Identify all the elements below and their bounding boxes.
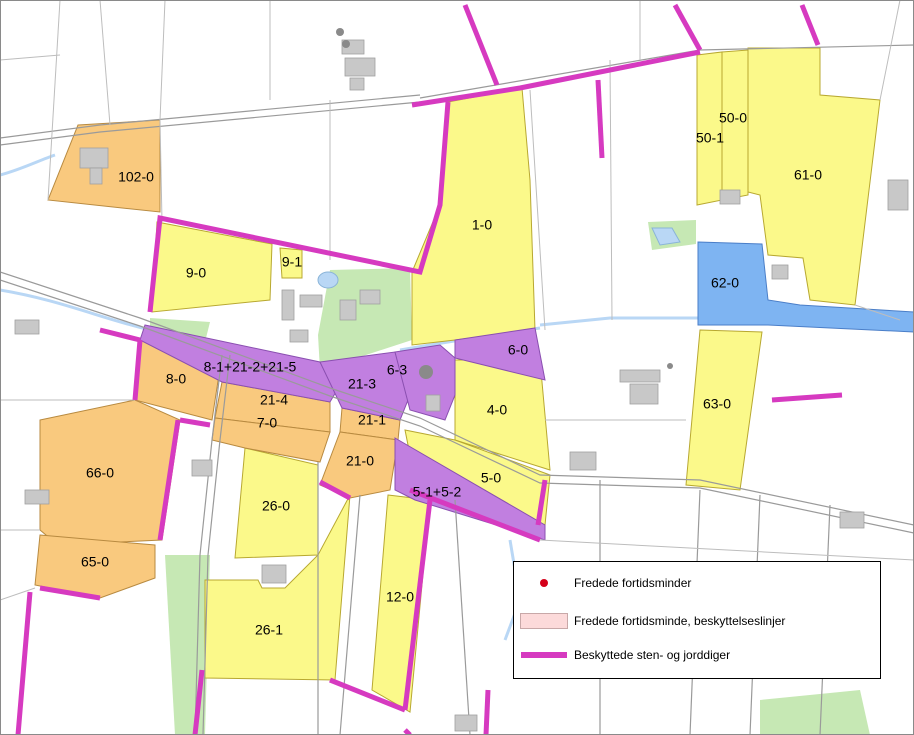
parcel-62-0 <box>697 241 914 333</box>
parcel-label: 7-0 <box>257 415 277 431</box>
parcel-61-0 <box>747 47 881 306</box>
parcel-50-1 <box>696 51 723 206</box>
map-legend: Fredede fortidsminder Fredede fortidsmin… <box>513 561 881 679</box>
parcel-label: 50-0 <box>719 110 747 126</box>
parcel-label: 65-0 <box>81 554 109 570</box>
parcel-label: 26-1 <box>255 622 283 638</box>
pink-rectangle-icon <box>514 613 574 629</box>
parcel-label: 6-3 <box>387 362 407 378</box>
parcel-label: 102-0 <box>118 169 154 185</box>
parcel-6-0 <box>454 327 546 381</box>
parcel-label: 26-0 <box>262 498 290 514</box>
silos <box>336 28 673 379</box>
red-dot-icon <box>514 579 574 587</box>
parcel-label: 66-0 <box>86 465 114 481</box>
magenta-line-icon <box>514 652 574 658</box>
legend-label: Fredede fortidsminder <box>574 576 692 590</box>
parcel-63-0 <box>685 329 763 491</box>
parcel-21-3 <box>319 351 411 421</box>
parcel-5-1-5-2 <box>394 437 546 541</box>
protected-dikes <box>15 3 843 735</box>
parcel-label: 5-1+5-2 <box>413 484 462 500</box>
parcel-label: 9-0 <box>186 265 206 281</box>
parcel-label: 61-0 <box>794 167 822 183</box>
parcel-label: 1-0 <box>472 217 492 233</box>
legend-item-dikes: Beskyttede sten- og jorddiger <box>514 643 880 667</box>
parcel-label: 9-1 <box>282 254 302 270</box>
parcel-label: 8-1+21-2+21-5 <box>204 359 297 375</box>
parcel-labels: 102-0 1-0 9-0 9-1 50-0 50-1 61-0 62-0 6-… <box>81 110 822 638</box>
parcel-label: 62-0 <box>711 275 739 291</box>
parcel-21-0 <box>319 431 399 499</box>
legend-label: Beskyttede sten- og jorddiger <box>574 648 731 662</box>
parcel-label: 50-1 <box>696 130 724 146</box>
parcel-label: 21-3 <box>348 376 376 392</box>
parcel-9-1 <box>279 247 303 279</box>
field-boundaries <box>0 0 914 601</box>
legend-label: Fredede fortidsminde, beskyttelseslinjer <box>574 614 786 628</box>
parcel-label: 12-0 <box>386 589 414 605</box>
parcel-label: 21-1 <box>358 412 386 428</box>
parcel-label: 5-0 <box>481 470 501 486</box>
buildings <box>14 39 909 732</box>
parcel-label: 4-0 <box>487 402 507 418</box>
parcel-label: 21-4 <box>260 392 288 408</box>
legend-item-monuments: Fredede fortidsminder <box>514 571 880 595</box>
parcel-label: 63-0 <box>703 396 731 412</box>
parcel-50-0 <box>721 49 749 201</box>
legend-item-protection-lines: Fredede fortidsminde, beskyttelseslinjer <box>514 609 880 633</box>
parcel-label: 6-0 <box>508 342 528 358</box>
parcel-label: 8-0 <box>166 371 186 387</box>
parcel-label: 21-0 <box>346 453 374 469</box>
parcel-65-0 <box>34 534 156 599</box>
parcels-yellow <box>151 47 881 713</box>
parcels-blue <box>697 241 914 333</box>
